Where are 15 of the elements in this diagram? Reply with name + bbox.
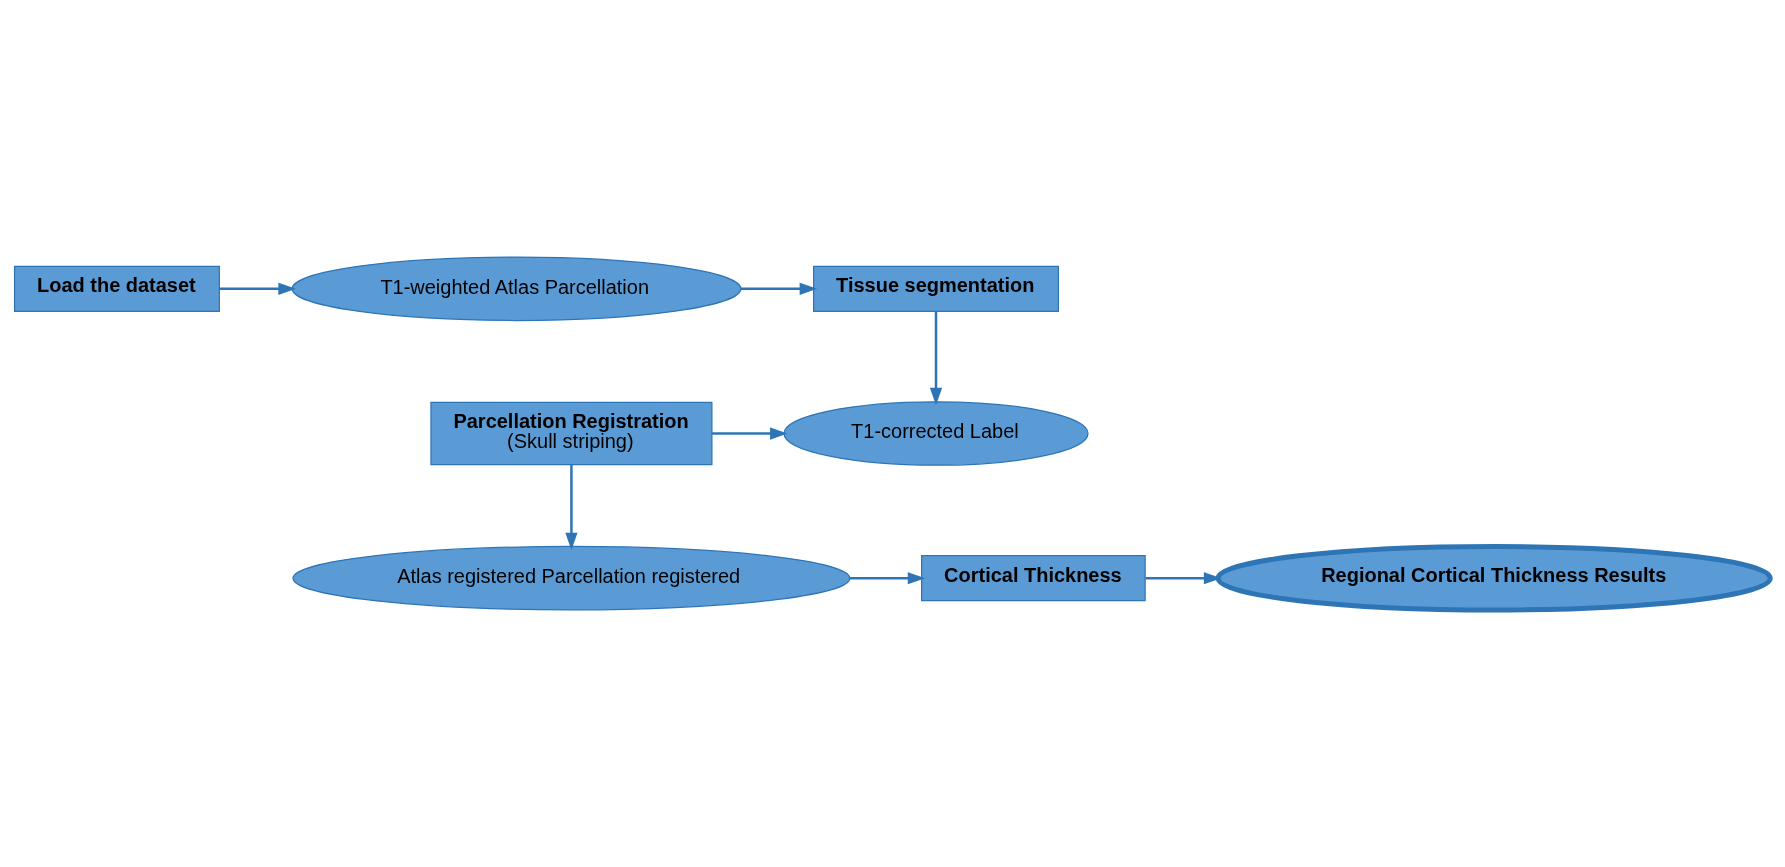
arrow	[741, 282, 818, 295]
node-ellipse: Regional Cortical Thickness Results	[1215, 544, 1773, 613]
arrow	[929, 311, 943, 406]
arrow	[849, 572, 926, 585]
node-box: Parcellation Registration (Skull striping)	[430, 401, 713, 466]
arrow	[219, 282, 296, 295]
arrow	[565, 464, 578, 551]
node-ellipse: T1-corrected Label	[783, 401, 1089, 466]
node-ellipse: T1-weighted Atlas Parcellation	[291, 256, 742, 322]
arrow	[712, 427, 788, 440]
node-box: Load the dataset	[13, 265, 220, 312]
node-box: Cortical Thickness	[921, 555, 1146, 602]
arrow	[1145, 572, 1222, 585]
node-ellipse: Atlas registered Parcellation registered	[292, 545, 851, 611]
node-box: Tissue segmentation	[813, 265, 1059, 312]
